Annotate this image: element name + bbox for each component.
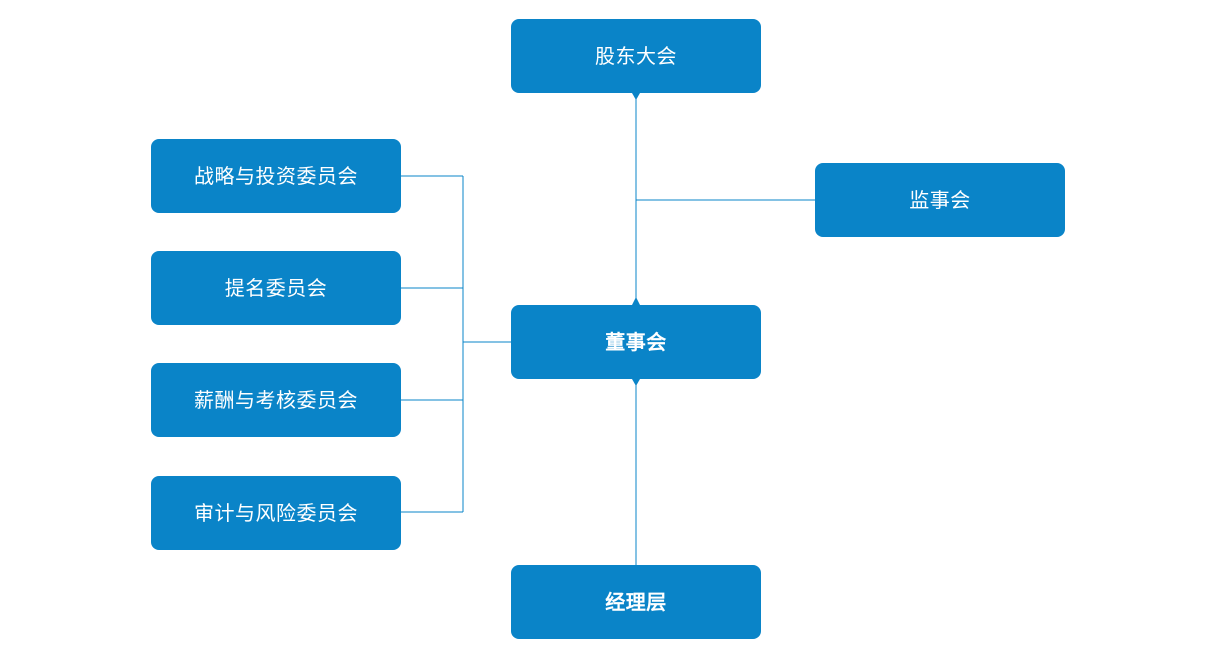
strategy-investment-committee-label: 战略与投资委员会 (194, 164, 358, 188)
connector-group (401, 93, 815, 565)
shareholders-meeting-node: 股东大会 (511, 19, 761, 93)
nomination-committee-node: 提名委员会 (151, 251, 401, 325)
shareholders-bottom-marker (632, 93, 640, 100)
connector-markers (632, 93, 640, 386)
remuneration-appraisal-committee-label: 薪酬与考核委员会 (194, 388, 358, 412)
audit-risk-committee-label: 审计与风险委员会 (194, 501, 358, 525)
board-top-marker (632, 297, 640, 305)
shareholders-meeting-label: 股东大会 (595, 44, 677, 68)
nomination-committee-label: 提名委员会 (224, 276, 328, 300)
strategy-investment-committee-node: 战略与投资委员会 (151, 139, 401, 213)
management-node: 经理层 (511, 565, 761, 639)
supervisory-board-label: 监事会 (909, 188, 971, 212)
board-of-directors-label: 董事会 (605, 330, 667, 354)
board-of-directors-node: 董事会 (511, 305, 761, 379)
remuneration-appraisal-committee-node: 薪酬与考核委员会 (151, 363, 401, 437)
board-bottom-marker (632, 379, 640, 386)
supervisory-board-node: 监事会 (815, 163, 1065, 237)
management-label: 经理层 (605, 590, 667, 614)
audit-risk-committee-node: 审计与风险委员会 (151, 476, 401, 550)
